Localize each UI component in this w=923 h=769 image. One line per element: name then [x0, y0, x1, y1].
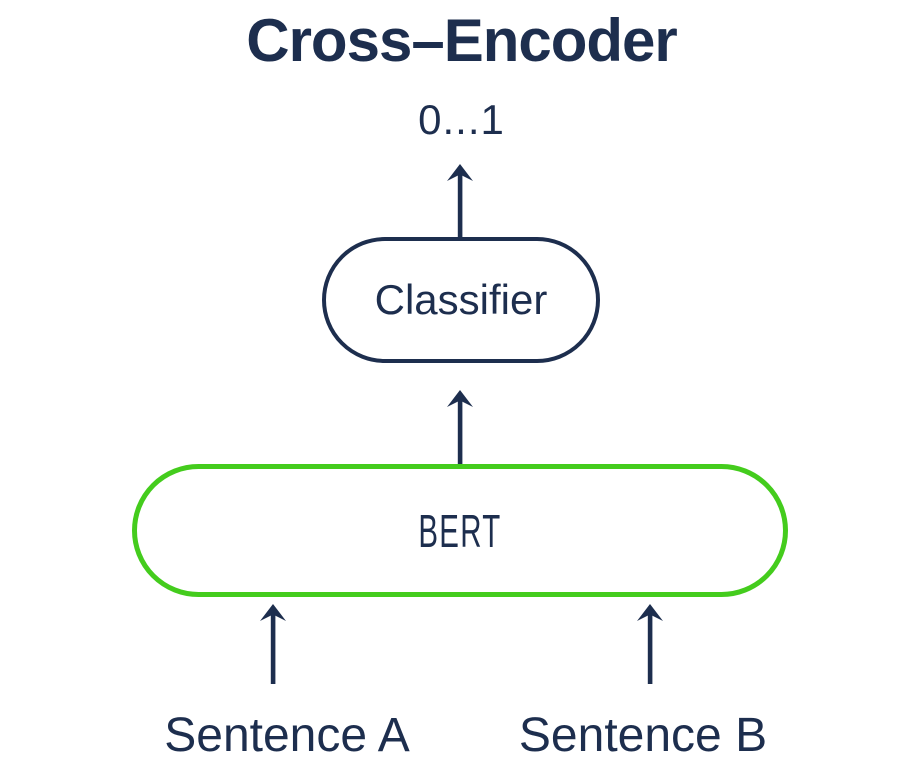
up-arrow-icon	[447, 390, 473, 468]
up-arrow-icon	[447, 164, 473, 240]
diagram-title: Cross–Encoder	[246, 7, 678, 74]
sentence-a-label: Sentence A	[164, 709, 410, 762]
output-score-label: 0...1	[418, 96, 505, 143]
classifier-node-label: Classifier	[374, 276, 548, 323]
bert-node: BERT	[132, 464, 788, 597]
sentence-b-label: Sentence B	[518, 709, 768, 762]
bert-node-label: BERT	[418, 504, 502, 557]
up-arrow-icon	[260, 604, 286, 684]
up-arrow-icon	[637, 604, 663, 684]
classifier-node: Classifier	[322, 237, 600, 363]
